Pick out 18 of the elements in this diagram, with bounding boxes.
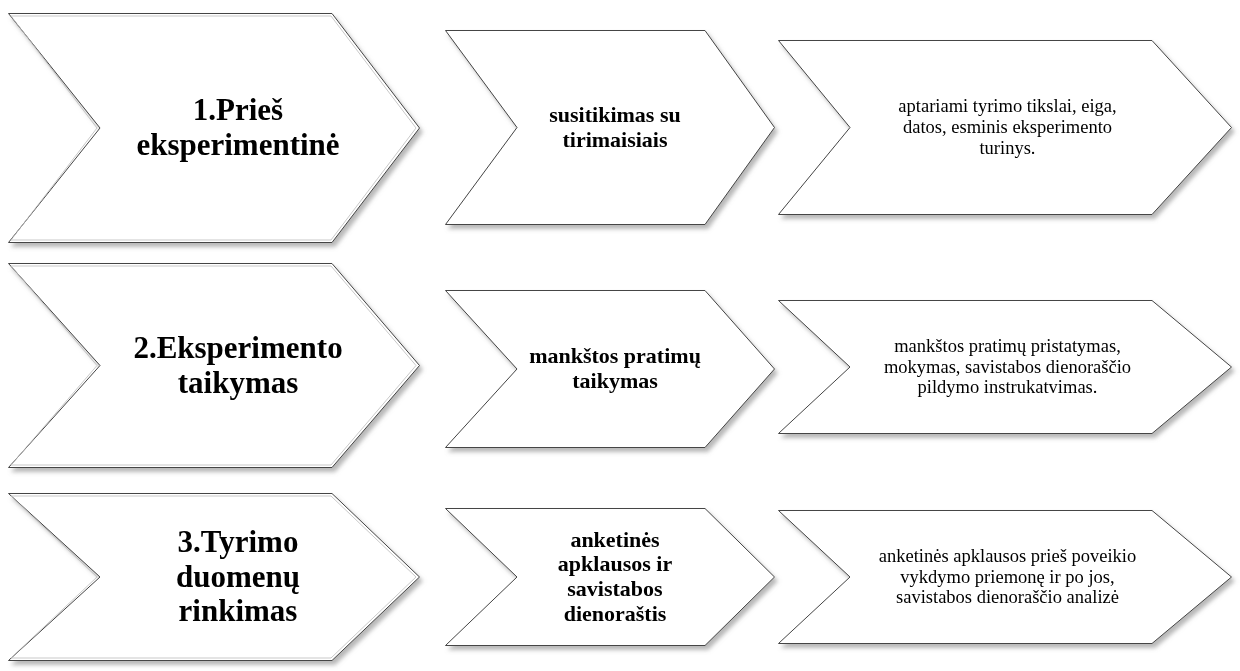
chevron-label: aptariami tyrimo tikslai, eiga, datos, esminis eksperimento turinys.: [897, 96, 1118, 159]
chevron-label: 2.Eksperimento taikymas: [133, 330, 343, 401]
chevron-shape: [445, 30, 775, 225]
chevron-shape: [8, 263, 420, 468]
chevron-label: anketinės apklausos ir savistabos dienoraštis: [556, 527, 674, 627]
chevron-shape: [445, 508, 775, 646]
chevron-label: 3.Tyrimo duomenų rinkimas: [174, 524, 301, 630]
chevron-label: 1.Prieš eksperimentinė: [136, 93, 340, 163]
chevron-shape: [778, 300, 1232, 434]
chevron-shape: [445, 290, 775, 448]
chevron-shape: [778, 40, 1232, 215]
chevron-label: mankštos pratimų taikymas: [528, 344, 702, 394]
chevron-label: mankštos pratimų pristatymas, mokymas, savistabos dienoraščio pildymo instrukatvimas.: [882, 335, 1133, 399]
chevron-label: susitikimas su tirimaisiais: [548, 102, 682, 153]
chevron-shape: [8, 13, 420, 243]
chevron-shape: [8, 493, 420, 661]
chevron-label: anketinės apklausos prieš poveikio vykdymo priemonę ir po jos, savistabos dienoraščio analizė: [878, 545, 1137, 609]
chevron-shape: [778, 510, 1232, 644]
